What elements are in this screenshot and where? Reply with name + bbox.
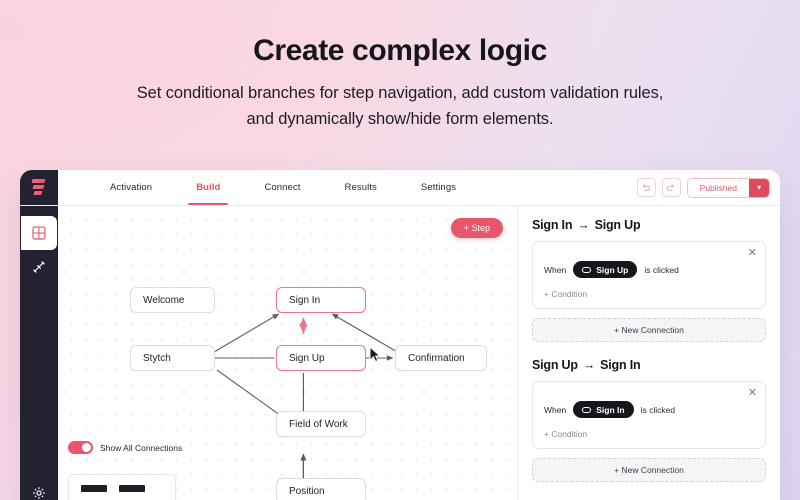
connection-rule-card: ✕ When Sign In is clicked + Condition (532, 381, 766, 449)
add-step-button[interactable]: + Step (450, 218, 503, 238)
feathery-logo-icon (31, 179, 46, 196)
magic-wand-icon (33, 261, 45, 273)
redo-icon[interactable] (661, 178, 681, 197)
connection-title: Sign Up → Sign In (532, 358, 766, 372)
flow-node-welcome[interactable]: Welcome (130, 287, 215, 313)
rule-when-row: When Sign In is clicked (544, 401, 754, 418)
sidebar-item-logic[interactable] (20, 250, 58, 284)
rule-element-chip[interactable]: Sign Up (573, 261, 638, 278)
flow-node-field-of-work[interactable]: Field of Work (276, 411, 366, 437)
page-subtitle: Set conditional branches for step naviga… (0, 81, 800, 132)
connection-section-sign-up-sign-in: Sign Up → Sign In ✕ When Sign In is clic… (532, 358, 766, 482)
chip-label: Sign In (596, 404, 625, 415)
button-element-icon (582, 266, 592, 273)
flow-node-sign-in[interactable]: Sign In (276, 287, 366, 313)
add-condition-button[interactable]: + Condition (544, 429, 588, 439)
button-element-icon (582, 406, 592, 413)
sidebar-rail (20, 206, 58, 500)
flow-node-position[interactable]: Position (276, 478, 366, 500)
when-prefix-label: When (544, 264, 567, 275)
hero-section: Create complex logic Set conditional bra… (0, 34, 800, 132)
connection-title: Sign In → Sign Up (532, 218, 766, 232)
tab-settings[interactable]: Settings (420, 182, 457, 193)
rule-when-row: When Sign Up is clicked (544, 261, 754, 278)
tab-build[interactable]: Build (174, 170, 242, 205)
page-title: Create complex logic (253, 34, 547, 67)
new-connection-button[interactable]: + New Connection (532, 318, 766, 342)
chevron-down-icon[interactable]: ▾ (749, 178, 769, 197)
page-subtitle-line-2: and dynamically show/hide form elements. (246, 109, 554, 128)
sidebar-item-builder[interactable] (21, 216, 57, 250)
app-logo[interactable] (20, 170, 58, 205)
flow-node-stytch[interactable]: Stytch (130, 345, 215, 371)
arrow-right-icon: → (577, 218, 590, 232)
connection-from-label: Sign Up (532, 358, 578, 372)
chip-label: Sign Up (596, 264, 629, 275)
toggle-switch[interactable] (68, 441, 93, 454)
publish-status-label: Published (687, 178, 749, 197)
arrow-right-icon: → (582, 358, 596, 372)
minimap-node (81, 485, 107, 492)
sidebar-item-settings[interactable] (20, 486, 58, 500)
connection-rule-card: ✕ When Sign Up is clicked + Condition (532, 241, 766, 309)
minimap-node (119, 485, 145, 492)
rule-element-chip[interactable]: Sign In (573, 401, 634, 418)
close-icon[interactable]: ✕ (747, 387, 757, 399)
connection-section-sign-in-sign-up: Sign In → Sign Up ✕ When Sign Up is clic… (532, 218, 766, 342)
connections-panel: Sign In → Sign Up ✕ When Sign Up is clic… (518, 206, 780, 500)
undo-icon[interactable] (636, 178, 656, 197)
app-topbar: Activation Build Connect Results Setting… (20, 170, 780, 206)
add-condition-button[interactable]: + Condition (544, 289, 588, 299)
flow-node-sign-up[interactable]: Sign Up (276, 345, 366, 371)
connection-to-label: Sign In (600, 358, 641, 372)
gear-icon (33, 487, 45, 499)
toggle-label: Show All Connections (100, 442, 183, 453)
tab-connect[interactable]: Connect (264, 182, 301, 193)
publish-button[interactable]: Published ▾ (686, 177, 770, 198)
mouse-cursor (369, 346, 382, 363)
canvas-minimap[interactable] (68, 474, 176, 500)
page-subtitle-line-1: Set conditional branches for step naviga… (136, 84, 664, 102)
close-icon[interactable]: ✕ (747, 247, 757, 259)
connection-to-label: Sign Up (594, 218, 641, 232)
app-window: Activation Build Connect Results Setting… (20, 170, 780, 500)
app-body: + Step (20, 206, 780, 500)
when-suffix-label: is clicked (640, 404, 676, 415)
grid-layout-icon (32, 226, 46, 240)
tab-activation[interactable]: Activation (110, 182, 153, 193)
flow-canvas[interactable]: + Step (58, 206, 518, 500)
when-suffix-label: is clicked (644, 264, 679, 275)
topbar-actions: Published ▾ (636, 170, 780, 205)
flow-node-confirmation[interactable]: Confirmation (395, 345, 487, 371)
show-all-connections-toggle[interactable]: Show All Connections (68, 441, 182, 454)
connection-from-label: Sign In (532, 218, 573, 232)
new-connection-button[interactable]: + New Connection (532, 458, 766, 482)
main-tabs: Activation Build Connect Results Setting… (58, 170, 637, 205)
tab-results[interactable]: Results (344, 182, 377, 193)
when-prefix-label: When (544, 404, 567, 415)
